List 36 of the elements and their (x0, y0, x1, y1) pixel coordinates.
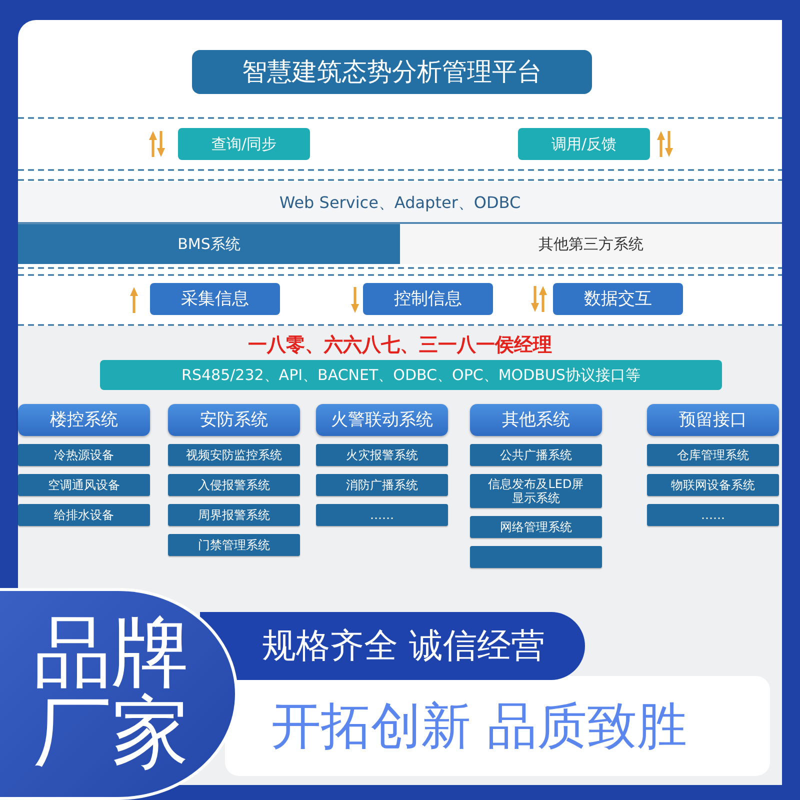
subsystem-box: 给排水设备 (18, 504, 150, 526)
subsystem-box: 信息发布及LED屏显示系统 (470, 474, 602, 508)
slogan-panel: 品牌厂家 (0, 588, 238, 800)
slogan-banner: 规格齐全 诚信经营 (200, 612, 585, 680)
subsystem-box: 公共广播系统 (470, 444, 602, 466)
subsystem-box: 周界报警系统 (168, 504, 300, 526)
category-header: 楼控系统 (18, 404, 150, 436)
subsystem-box: 火灾报警系统 (316, 444, 448, 466)
subsystem-box: 空调通风设备 (18, 474, 150, 496)
system-panel: 其他第三方系统 (400, 224, 782, 264)
slogan-panel: 开拓创新 品质致胜 (225, 676, 770, 776)
subsystem-box: 消防广播系统 (316, 474, 448, 496)
category-header: 火警联动系统 (316, 404, 448, 436)
info-tag: 数据交互 (553, 283, 683, 315)
action-tag: 查询/同步 (178, 128, 310, 160)
info-tag: 控制信息 (363, 283, 493, 315)
subsystem-box: …… (316, 504, 448, 526)
subsystem-box (470, 546, 602, 568)
info-tag: 采集信息 (150, 283, 280, 315)
category-header: 预留接口 (647, 404, 779, 436)
system-panel: BMS系统 (18, 224, 400, 264)
subsystem-box: 门禁管理系统 (168, 534, 300, 556)
interface-band: Web Service、Adapter、ODBC (18, 182, 782, 223)
platform-box: 智慧建筑态势分析管理平台 (192, 50, 592, 94)
subsystem-box: 冷热源设备 (18, 444, 150, 466)
subsystem-box: …… (647, 504, 779, 526)
category-header: 安防系统 (168, 404, 300, 436)
subsystem-box: 网络管理系统 (470, 516, 602, 538)
subsystem-box: 入侵报警系统 (168, 474, 300, 496)
contact-text: 一八零、六六八七、三一八一侯经理 (247, 333, 553, 357)
subsystem-box: 仓库管理系统 (647, 444, 779, 466)
category-header: 其他系统 (470, 404, 602, 436)
subsystem-box: 物联网设备系统 (647, 474, 779, 496)
subsystem-box: 视频安防监控系统 (168, 444, 300, 466)
action-tag: 调用/反馈 (518, 128, 650, 160)
protocol-bar: RS485/232、API、BACNET、ODBC、OPC、MODBUS协议接口等 (100, 360, 722, 390)
